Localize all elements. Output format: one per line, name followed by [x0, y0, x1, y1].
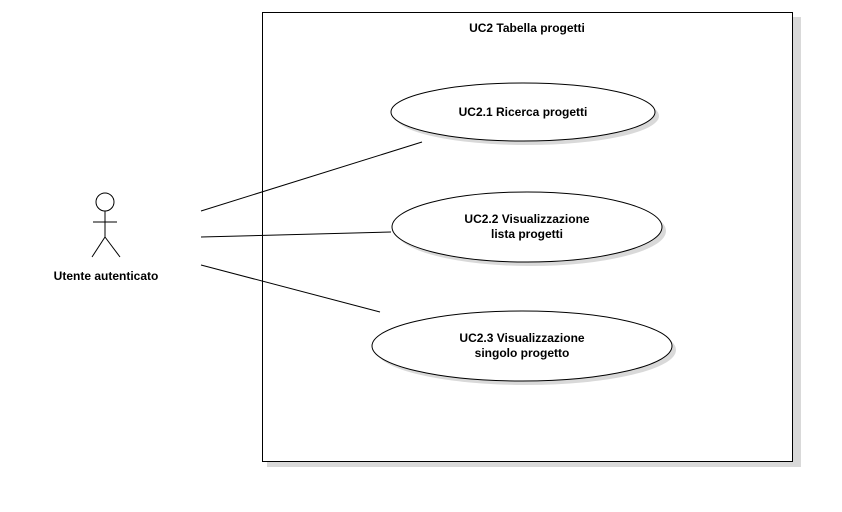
association-uc2-3	[200, 264, 381, 313]
use-case-label-line-2: singolo progetto	[475, 346, 570, 360]
actor-stick-figure-icon	[91, 192, 121, 258]
association-uc2-2	[200, 231, 392, 238]
use-case-label-line-1: UC2.2 Visualizzazione	[464, 212, 589, 226]
system-title: UC2 Tabella progetti	[469, 21, 585, 35]
actor[interactable]: Utente autenticato	[54, 192, 159, 283]
use-case-ellipse	[371, 310, 673, 382]
associations	[200, 141, 423, 313]
use-case-uc2-1[interactable]: UC2.1 Ricerca progetti	[390, 82, 659, 145]
use-case-label-line-1: UC2.3 Visualizzazione	[459, 331, 584, 345]
use-case-uc2-3[interactable]: UC2.3 Visualizzazione singolo progetto	[371, 310, 676, 385]
use-case-label: UC2.1 Ricerca progetti	[459, 105, 588, 119]
use-case-ellipse	[390, 82, 656, 142]
use-case-uc2-2[interactable]: UC2.2 Visualizzazione lista progetti	[391, 191, 666, 266]
use-case-label-line-2: lista progetti	[491, 227, 563, 241]
association-uc2-1	[200, 141, 423, 212]
use-case-ellipse	[391, 191, 663, 263]
actor-label: Utente autenticato	[54, 269, 159, 283]
